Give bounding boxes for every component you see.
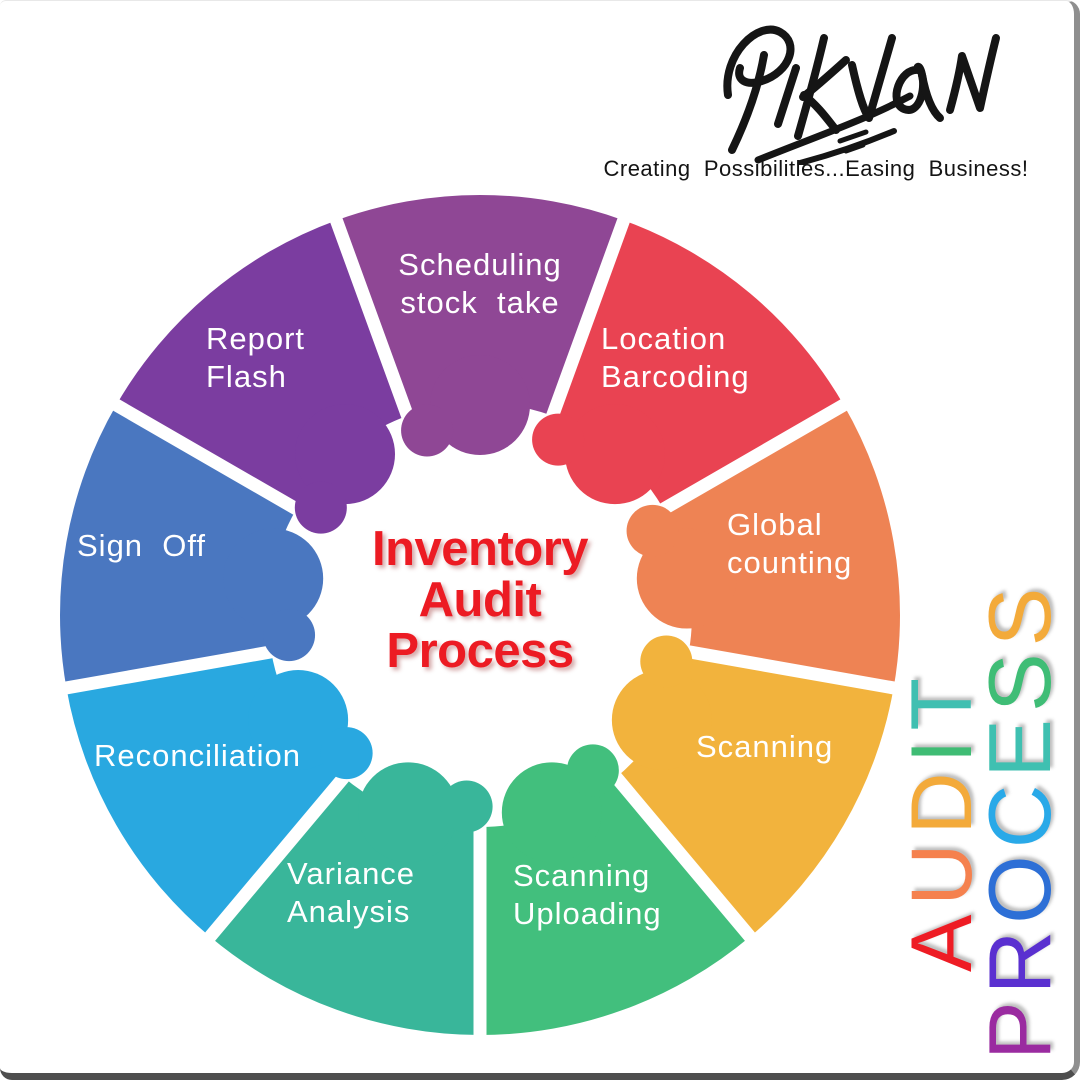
signature-stroke-n <box>946 34 1000 114</box>
vertical-word-process: PROCESS <box>970 581 1069 1060</box>
signature-stroke-p-loop <box>723 25 795 99</box>
hub-title-line: Audit <box>418 573 542 627</box>
wheel-segment-scanning-interlock-lobe <box>640 635 693 688</box>
label-line: Global <box>727 507 823 542</box>
vertical-letter: S <box>970 580 1069 647</box>
wheel-segment-report-flash-knob <box>295 404 396 505</box>
signature-stroke-p-stem <box>728 51 768 154</box>
wheel-divider <box>26 633 345 701</box>
label-line: Report <box>206 321 306 356</box>
wheel-divider <box>473 753 487 1075</box>
wheel-segment-scanning-label: Scanning <box>696 728 833 766</box>
wheel-segment-location-barcoding-interlock-lobe <box>532 413 585 466</box>
wheel-segment-scheduling-stock-take-knob <box>430 355 530 455</box>
wheel-divider <box>181 718 394 970</box>
signature-stroke-a <box>892 62 927 114</box>
label-line: Scanning <box>513 858 651 893</box>
vertical-letter: R <box>970 923 1069 995</box>
wheel-segment-sign-off-knob <box>223 528 324 629</box>
wheel-hub-circle <box>330 460 630 760</box>
label-line: Barcoding <box>601 359 750 394</box>
wheel-segment-variance-analysis-knob <box>358 762 459 863</box>
vertical-letter: S <box>970 646 1069 713</box>
wheel-segment-global-counting-interlock-lobe <box>626 504 679 557</box>
hub-title-line: Inventory <box>371 522 589 576</box>
signature-stroke-k-arm <box>799 56 850 101</box>
wheel-segment-scanning-knob <box>611 670 712 770</box>
hub-title-line: Process <box>386 624 574 678</box>
vertical-letter: C <box>970 777 1069 849</box>
wheel-divider <box>80 381 362 550</box>
wheel-segment-reconciliation-interlock-lobe <box>320 727 373 780</box>
pikvan-signature-logo <box>723 25 1000 165</box>
label-line: Variance <box>287 856 416 891</box>
vertical-letter: O <box>970 848 1069 924</box>
brand-tagline: Creating Possibilities...Easing Business… <box>603 156 1029 181</box>
signature-flourish-1 <box>754 92 914 164</box>
wheel-divider <box>522 182 642 486</box>
signature-dash-2 <box>843 142 866 154</box>
label-line: Uploading <box>513 896 662 931</box>
label-line: counting <box>727 545 853 580</box>
wheel-segment-reconciliation-label: Reconciliation <box>94 737 301 775</box>
signature-stroke-a-tail <box>918 71 944 122</box>
wheel-segment-scheduling-stock-take-interlock-lobe <box>401 404 454 457</box>
wheel-segment-variance-analysis-interlock-lobe <box>440 780 493 833</box>
wheel-divider <box>566 718 779 970</box>
label-line: Sign Off <box>77 528 207 563</box>
signature-stroke-i <box>774 64 800 128</box>
vertical-letter: P <box>970 994 1069 1060</box>
wheel-divider <box>598 381 880 550</box>
wheel-segment-scheduling-stock-take <box>336 195 624 416</box>
label-line: Scanning <box>696 729 834 764</box>
wheel-segment-scanning-uploading-interlock-lobe <box>566 744 619 797</box>
wheel-segment-location-barcoding-knob <box>564 404 665 505</box>
wheel-divider <box>615 633 934 701</box>
wheel-segment-sign-off-label: Sign Off <box>77 527 206 565</box>
wheel-segment-report-flash-interlock-lobe <box>294 481 347 534</box>
vertical-letter: E <box>970 712 1069 778</box>
label-line: stock take <box>400 285 560 320</box>
label-line: Location <box>601 321 727 356</box>
label-line: Analysis <box>287 894 411 929</box>
signature-dash-1 <box>837 129 869 144</box>
wheel-divider <box>318 182 438 486</box>
label-line: Flash <box>206 359 287 394</box>
wheel-segment-sign-off-interlock-lobe <box>263 609 316 662</box>
label-line: Scheduling <box>398 247 562 282</box>
signature-stroke-k-leg <box>800 91 840 134</box>
label-line: Reconciliation <box>94 738 301 773</box>
